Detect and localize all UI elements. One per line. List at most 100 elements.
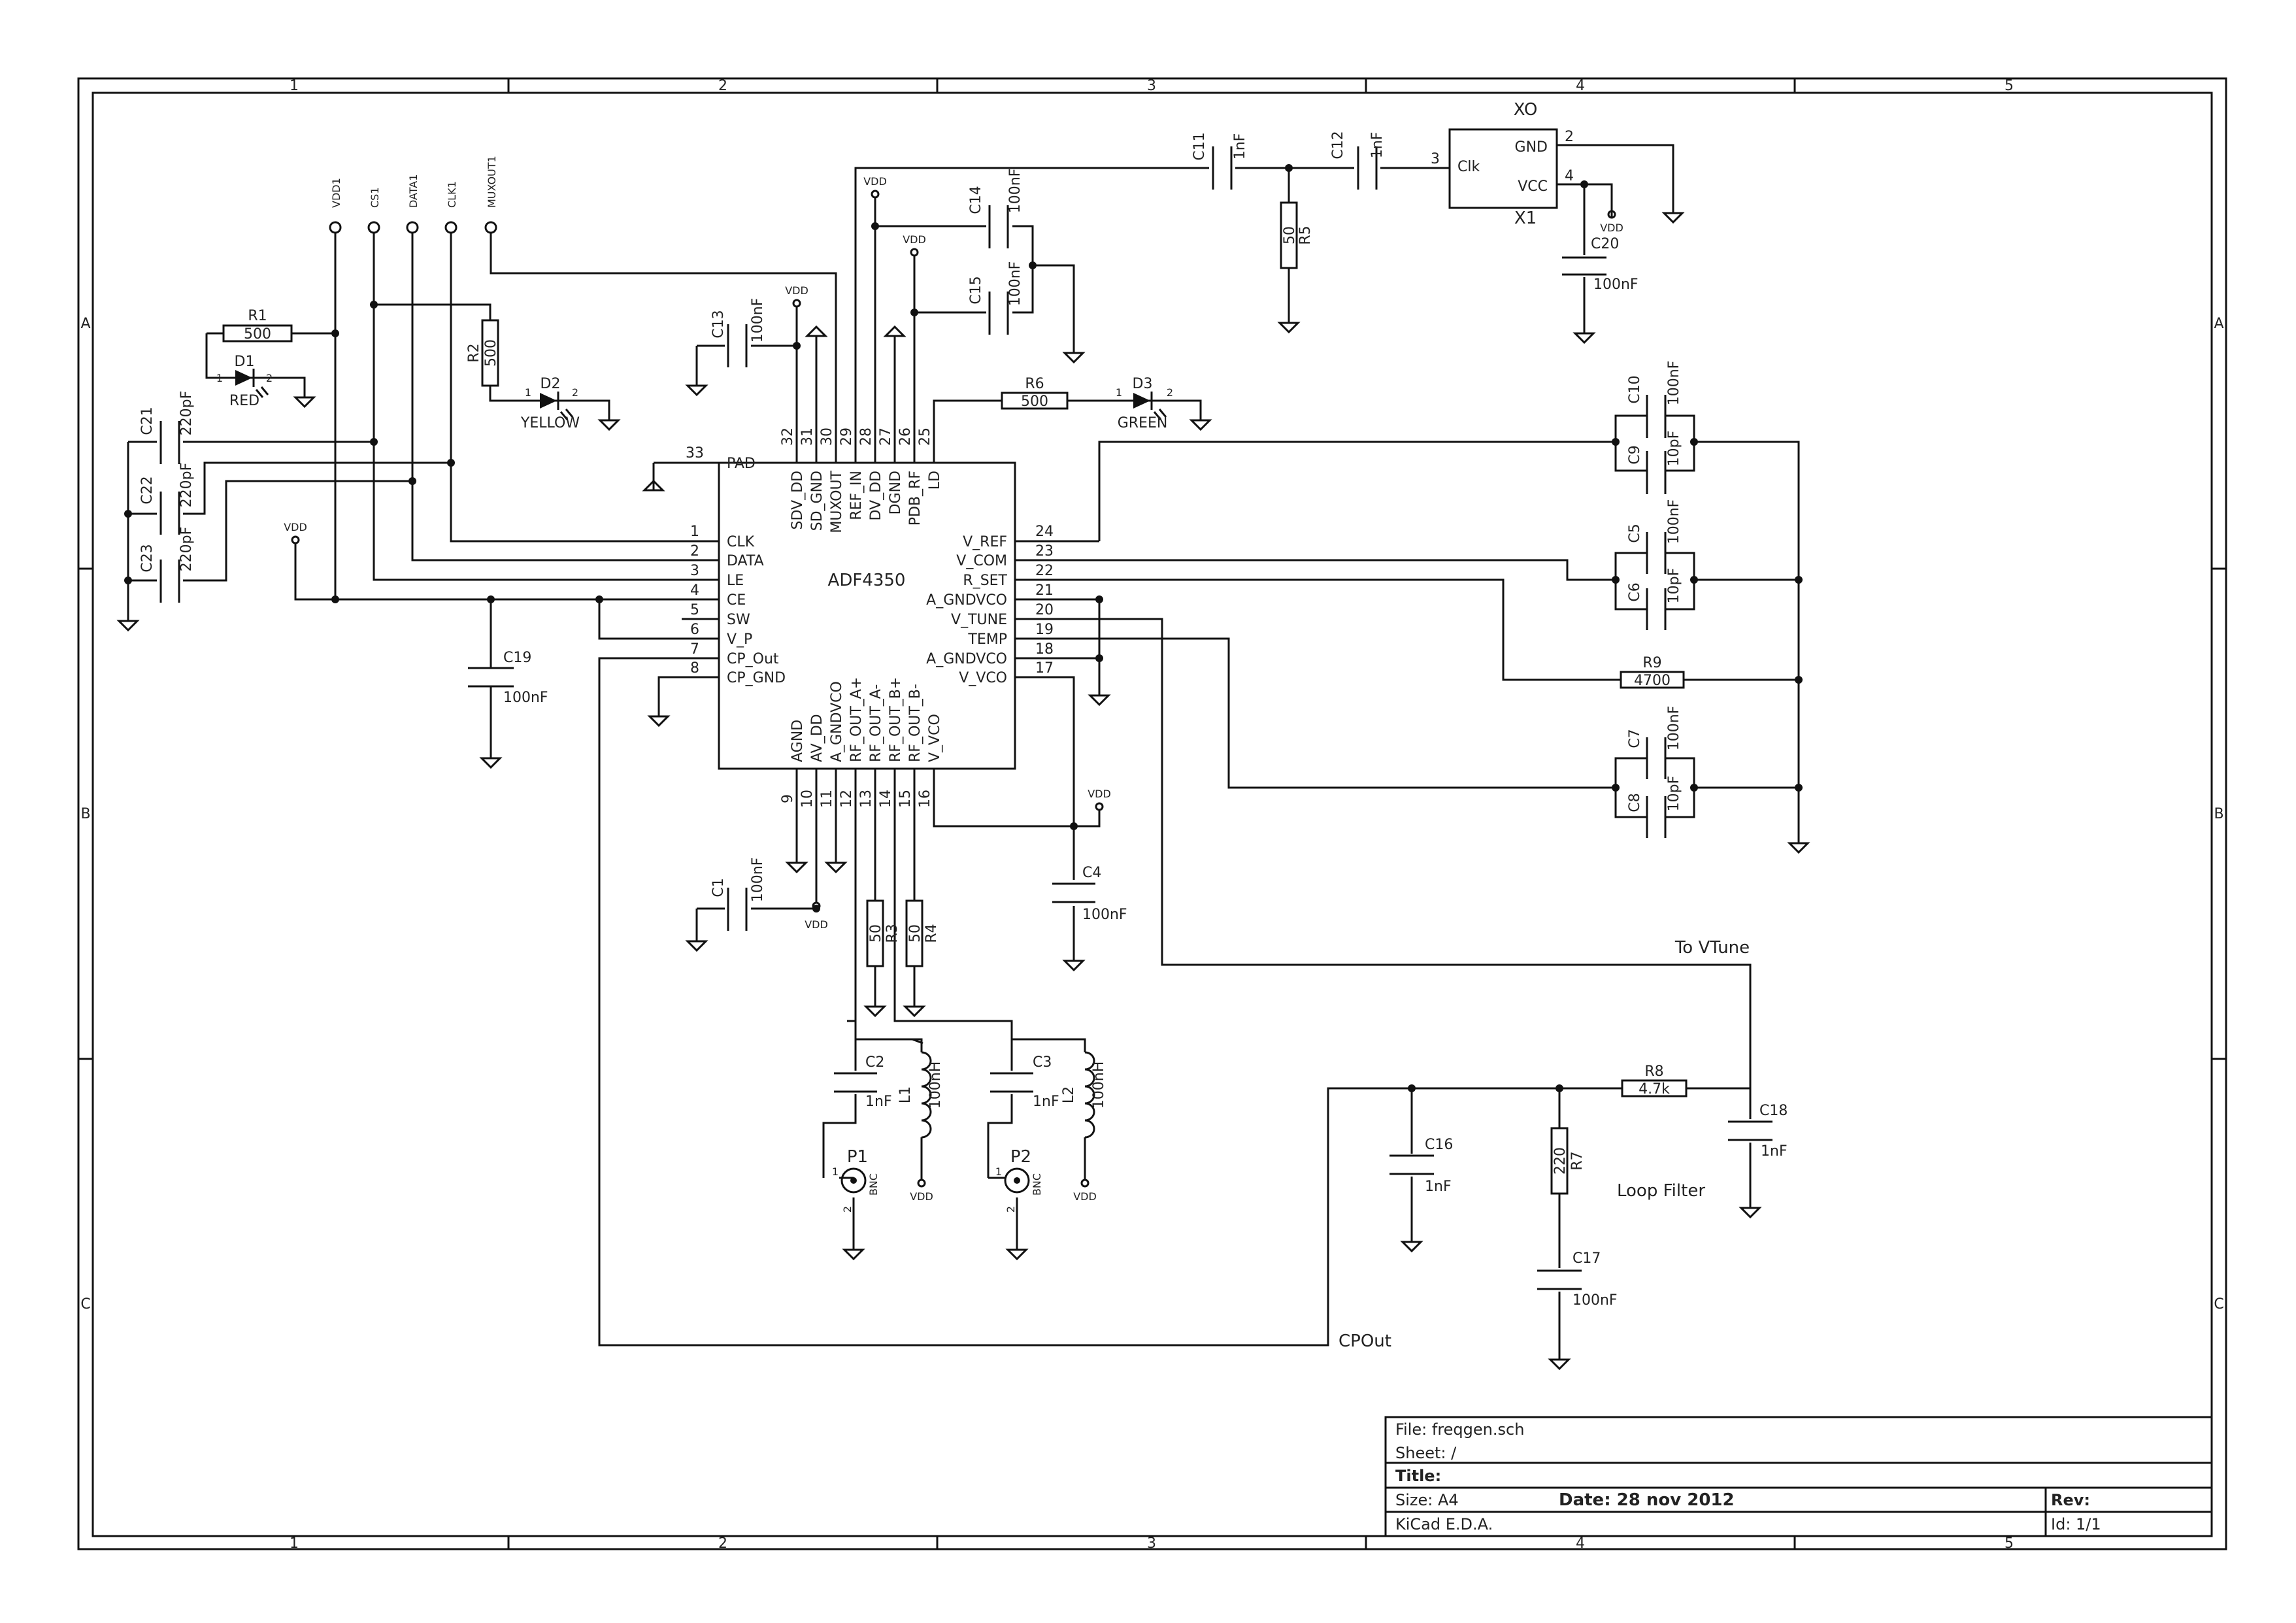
pin-num-9: 9 bbox=[780, 794, 796, 803]
pin-name-rfouta-minus: RF_OUT_A- bbox=[868, 684, 884, 762]
xo-pin3: 3 bbox=[1431, 151, 1440, 167]
ground-icon bbox=[293, 396, 316, 409]
c18-ref: C18 bbox=[1759, 1103, 1788, 1119]
ground-icon bbox=[1739, 1207, 1762, 1219]
capacitor-c17: C17 100nF bbox=[1537, 1250, 1618, 1309]
resistor-r5: 50 R5 bbox=[1280, 201, 1314, 269]
capacitor-c22: C22 220pF bbox=[139, 463, 195, 535]
r4-ref: R4 bbox=[923, 924, 940, 943]
ground-icon bbox=[597, 419, 621, 431]
pin-name-vp: V_P bbox=[727, 631, 752, 648]
pin-num-2: 2 bbox=[690, 543, 699, 560]
ground-icon bbox=[685, 384, 708, 397]
to-vtune-label: To VTune bbox=[1674, 938, 1750, 958]
cs1-connector bbox=[367, 221, 380, 234]
c4-value: 100nF bbox=[1082, 907, 1127, 923]
pin-name-rset: R_SET bbox=[963, 573, 1007, 589]
c21-value: 220pF bbox=[178, 391, 195, 436]
col-label-4: 4 bbox=[1576, 78, 1585, 94]
d2-ref: D2 bbox=[541, 376, 561, 392]
capacitor-c8: C8 10pF bbox=[1627, 776, 1682, 838]
ground-icon bbox=[824, 862, 848, 874]
pin-name-agnd: AGND bbox=[790, 720, 806, 762]
r3-value: 50 bbox=[868, 924, 884, 943]
c4-ref: C4 bbox=[1082, 865, 1101, 881]
ground-icon bbox=[479, 757, 503, 769]
capacitor-c18: C18 1nF bbox=[1728, 1103, 1788, 1160]
pin-name-agndvco-18: A_GNDVCO bbox=[926, 651, 1007, 667]
pin-num-6: 6 bbox=[690, 622, 699, 638]
xo-pin2: 2 bbox=[1565, 129, 1574, 145]
vdd1-label: VDD1 bbox=[330, 178, 342, 208]
pin-name-muxout: MUXOUT bbox=[829, 470, 845, 533]
led-d3: D3 GREEN 1 2 bbox=[1116, 376, 1173, 431]
pin-num-31: 31 bbox=[799, 427, 816, 446]
pin-name-data: DATA bbox=[727, 553, 764, 569]
pin-num-27: 27 bbox=[878, 427, 894, 446]
capacitor-c5: C5 100nF bbox=[1627, 499, 1682, 574]
c15-ref: C15 bbox=[968, 276, 984, 304]
adf4350-chip: ADF4350 33 PAD 1 CLK 2 DATA 3 LE 4 CE 5 … bbox=[654, 425, 1099, 808]
c3-value: 1nF bbox=[1033, 1094, 1059, 1110]
pin-num-21: 21 bbox=[1035, 582, 1054, 599]
r6-ref: R6 bbox=[1025, 376, 1044, 392]
pin-name-dgnd: DGND bbox=[888, 471, 904, 514]
inductor-l1: L1 100nH bbox=[897, 1051, 944, 1139]
pin-name-refin: REF_IN bbox=[848, 471, 865, 520]
vdd-label-3: VDD bbox=[863, 175, 887, 188]
c5-value: 100nF bbox=[1666, 499, 1682, 544]
c13-ref: C13 bbox=[710, 310, 727, 338]
col-label-3-bottom: 3 bbox=[1147, 1535, 1156, 1552]
xo-gnd: GND bbox=[1515, 139, 1548, 156]
pin-name-sw: SW bbox=[727, 612, 750, 628]
row-label-a: A bbox=[80, 316, 90, 332]
r3-ref: R3 bbox=[884, 924, 901, 943]
ground-icon bbox=[1548, 1358, 1571, 1371]
d2-value: YELLOW bbox=[520, 415, 580, 431]
ground-icon bbox=[1005, 1248, 1029, 1261]
capacitor-c7: C7 100nF bbox=[1627, 706, 1682, 779]
c8-ref: C8 bbox=[1627, 793, 1643, 812]
pin-num-28: 28 bbox=[858, 427, 874, 446]
pin-name-sdgnd: SD_GND bbox=[809, 471, 825, 531]
p1-ref: P1 bbox=[847, 1147, 868, 1167]
pin-name-pad: PAD bbox=[727, 456, 756, 472]
row-label-b: B bbox=[80, 806, 90, 822]
pin-num-30: 30 bbox=[819, 427, 835, 446]
pin-name-vvco-17: V_VCO bbox=[959, 670, 1007, 686]
pin-num-5: 5 bbox=[690, 602, 699, 618]
clk1-connector bbox=[444, 221, 458, 234]
muxout1-label: MUXOUT1 bbox=[486, 156, 498, 208]
resistor-r1: R1 500 bbox=[222, 308, 293, 343]
data1-label: DATA1 bbox=[407, 175, 420, 208]
r7-value: 220 bbox=[1552, 1147, 1569, 1175]
pin-num-11: 11 bbox=[819, 790, 835, 808]
pin-num-22: 22 bbox=[1035, 563, 1054, 579]
p2-pin1: 1 bbox=[995, 1165, 1002, 1178]
clk1-label: CLK1 bbox=[446, 181, 458, 208]
c17-value: 100nF bbox=[1572, 1292, 1618, 1309]
data1-connector bbox=[406, 221, 419, 234]
ground-icon bbox=[1400, 1241, 1423, 1253]
d3-pin2: 2 bbox=[1167, 386, 1173, 399]
pin-name-cp-out: CP_Out bbox=[727, 651, 779, 667]
row-label-a-right: A bbox=[2214, 316, 2223, 332]
col-label-3: 3 bbox=[1147, 78, 1156, 94]
col-label-2-bottom: 2 bbox=[718, 1535, 727, 1552]
pin-name-vtune: V_TUNE bbox=[951, 612, 1007, 628]
pin-name-rfoutb-plus: RF_OUT_B+ bbox=[888, 677, 904, 762]
inductor-l2: L2 100nH bbox=[1061, 1051, 1107, 1139]
ground-icon bbox=[1062, 960, 1086, 972]
pin-name-vvco-16: V_VCO bbox=[927, 714, 943, 762]
c3-ref: C3 bbox=[1033, 1054, 1052, 1071]
junction-dots bbox=[124, 164, 1803, 1092]
col-label-2: 2 bbox=[718, 78, 727, 94]
title-size: Size: A4 bbox=[1395, 1491, 1459, 1509]
c1-value: 100nF bbox=[750, 858, 766, 903]
vdd-label-9: VDD bbox=[1073, 1190, 1097, 1203]
title-file: File: freqgen.sch bbox=[1395, 1420, 1524, 1439]
p1-pin1: 1 bbox=[832, 1165, 839, 1178]
resistor-r9: R9 4700 bbox=[1620, 655, 1685, 689]
p2-ref: P2 bbox=[1010, 1147, 1031, 1167]
pin-num-23: 23 bbox=[1035, 543, 1054, 560]
